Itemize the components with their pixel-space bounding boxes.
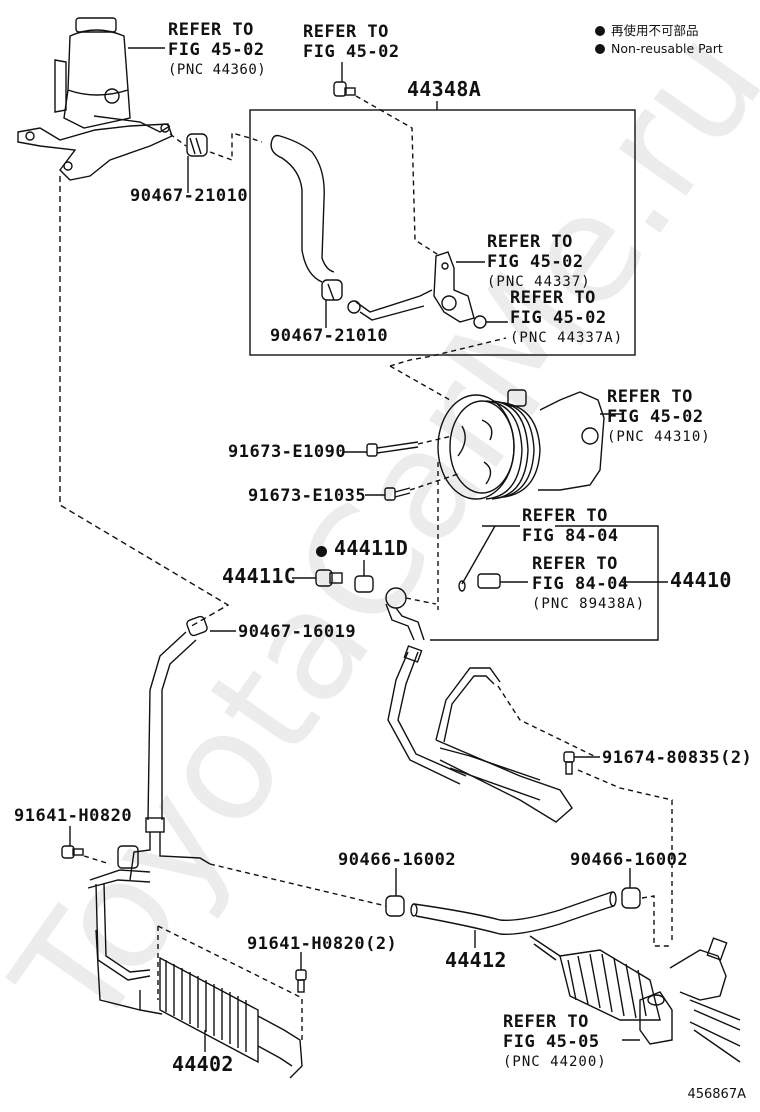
- callout-pump-44310[interactable]: REFER TO FIG 45-02 (PNC 44310): [607, 387, 711, 447]
- clamp-90467-21010-top[interactable]: [186, 133, 208, 157]
- bolt-91673-E1035[interactable]: [384, 487, 411, 501]
- clamp-90466-16002-right[interactable]: [621, 887, 641, 909]
- bolt-91673-E1090[interactable]: [366, 441, 419, 457]
- legend: 再使用不可部品 Non-reusable Part: [595, 22, 723, 58]
- callout-pnc: (PNC 44360): [168, 62, 267, 78]
- part-44402[interactable]: 44402: [172, 1052, 234, 1076]
- callout-line2: FIG 84-04: [522, 526, 619, 546]
- callout-fig84-oring[interactable]: REFER TO FIG 84-04: [522, 506, 619, 546]
- clamp-90466-16002-left[interactable]: [385, 895, 405, 917]
- callout-gear-44200[interactable]: REFER TO FIG 45-05 (PNC 44200): [503, 1012, 607, 1072]
- part-90466-16002-right[interactable]: 90466-16002: [570, 850, 689, 870]
- callout-line2: FIG 45-05: [503, 1032, 600, 1052]
- part-91673-E1035[interactable]: 91673-E1035: [248, 486, 367, 506]
- callout-pnc: (PNC 44337): [487, 274, 591, 290]
- bolt-91674-80835[interactable]: [563, 751, 575, 775]
- bolt-top[interactable]: [333, 81, 356, 97]
- gasket-44411D[interactable]: [354, 575, 374, 593]
- kit-box-44348A: [249, 109, 636, 356]
- oring-fig84[interactable]: [458, 580, 466, 592]
- legend-text-jp: 再使用不可部品: [611, 23, 699, 38]
- reservoir-assembly[interactable]: [17, 17, 173, 181]
- part-44411D[interactable]: 44411D: [334, 536, 409, 560]
- callout-line2: FIG 45-02: [607, 407, 704, 427]
- oring-44337A[interactable]: [473, 315, 487, 329]
- part-90467-16019[interactable]: 90467-16019: [238, 622, 357, 642]
- callout-pnc: (PNC 89438A): [532, 596, 646, 612]
- bolt-91641-H0820[interactable]: [61, 845, 84, 859]
- callout-line2: FIG 45-02: [303, 42, 400, 62]
- part-90467-21010-top[interactable]: 90467-21010: [130, 186, 249, 206]
- legend-item-jp: 再使用不可部品: [595, 22, 723, 40]
- callout-line1: REFER TO: [503, 1012, 589, 1032]
- part-91674-80835[interactable]: 91674-80835(2): [602, 748, 753, 768]
- filled-circle-icon: [595, 44, 605, 54]
- callout-line1: REFER TO: [522, 506, 608, 526]
- part-44410[interactable]: 44410: [670, 568, 732, 592]
- callout-pnc: (PNC 44310): [607, 429, 711, 445]
- clamp-90467-16019[interactable]: [186, 615, 208, 637]
- callout-line2: FIG 45-02: [168, 40, 265, 60]
- callout-line1: REFER TO: [532, 554, 618, 574]
- part-91673-E1090[interactable]: 91673-E1090: [228, 442, 347, 462]
- union-bolt-44411C[interactable]: [315, 569, 343, 587]
- part-44412[interactable]: 44412: [445, 948, 507, 972]
- power-steering-pump[interactable]: [437, 389, 605, 500]
- callout-fig84-sensor[interactable]: REFER TO FIG 84-04 (PNC 89438A): [532, 554, 645, 614]
- callout-line1: REFER TO: [607, 387, 693, 407]
- callout-line1: REFER TO: [510, 288, 596, 308]
- callout-line2: FIG 84-04: [532, 574, 629, 594]
- bracket-44410: [430, 525, 659, 641]
- part-90467-21010-box[interactable]: 90467-21010: [270, 326, 389, 346]
- steering-gear-44200[interactable]: [529, 935, 741, 1063]
- part-91641-H0820-2[interactable]: 91641-H0820(2): [247, 934, 398, 954]
- callout-pnc: (PNC 44337A): [510, 330, 624, 346]
- pipe-bracket-44337[interactable]: [347, 251, 475, 323]
- part-44411C[interactable]: 44411C: [222, 564, 297, 588]
- part-90466-16002-left[interactable]: 90466-16002: [338, 850, 457, 870]
- clamp-90467-21010-box[interactable]: [321, 279, 343, 301]
- filled-circle-icon: [595, 26, 605, 36]
- hose-44348A[interactable]: [270, 134, 335, 283]
- legend-item-en: Non-reusable Part: [595, 40, 723, 58]
- pressure-hose-44410[interactable]: [385, 587, 467, 785]
- callout-oring-44337A[interactable]: REFER TO FIG 45-02 (PNC 44337A): [510, 288, 623, 348]
- callout-pnc: (PNC 44200): [503, 1054, 607, 1070]
- callout-line2: FIG 45-02: [487, 252, 584, 272]
- figure-id: 456867A: [687, 1087, 746, 1102]
- callout-line1: REFER TO: [303, 22, 389, 42]
- callout-line2: FIG 45-02: [510, 308, 607, 328]
- hose-left-vertical[interactable]: [129, 631, 211, 881]
- part-44348A[interactable]: 44348A: [407, 77, 482, 101]
- hose-44412[interactable]: [410, 891, 617, 935]
- callout-line1: REFER TO: [487, 232, 573, 252]
- oil-cooler-pipes[interactable]: [87, 845, 151, 1011]
- pressure-sensor[interactable]: [477, 573, 501, 589]
- oil-cooler-44402[interactable]: [139, 956, 303, 1079]
- legend-text-en: Non-reusable Part: [611, 41, 723, 56]
- bolt-91641-H0820-2[interactable]: [295, 969, 307, 993]
- non-reusable-marker-icon: [316, 546, 327, 557]
- callout-bracket-44337[interactable]: REFER TO FIG 45-02 (PNC 44337): [487, 232, 591, 292]
- callout-reservoir[interactable]: REFER TO FIG 45-02 (PNC 44360): [168, 20, 266, 80]
- callout-top-bolt[interactable]: REFER TO FIG 45-02: [303, 22, 400, 62]
- callout-line1: REFER TO: [168, 20, 254, 40]
- part-91641-H0820[interactable]: 91641-H0820: [14, 806, 133, 826]
- return-pipe[interactable]: [435, 667, 573, 823]
